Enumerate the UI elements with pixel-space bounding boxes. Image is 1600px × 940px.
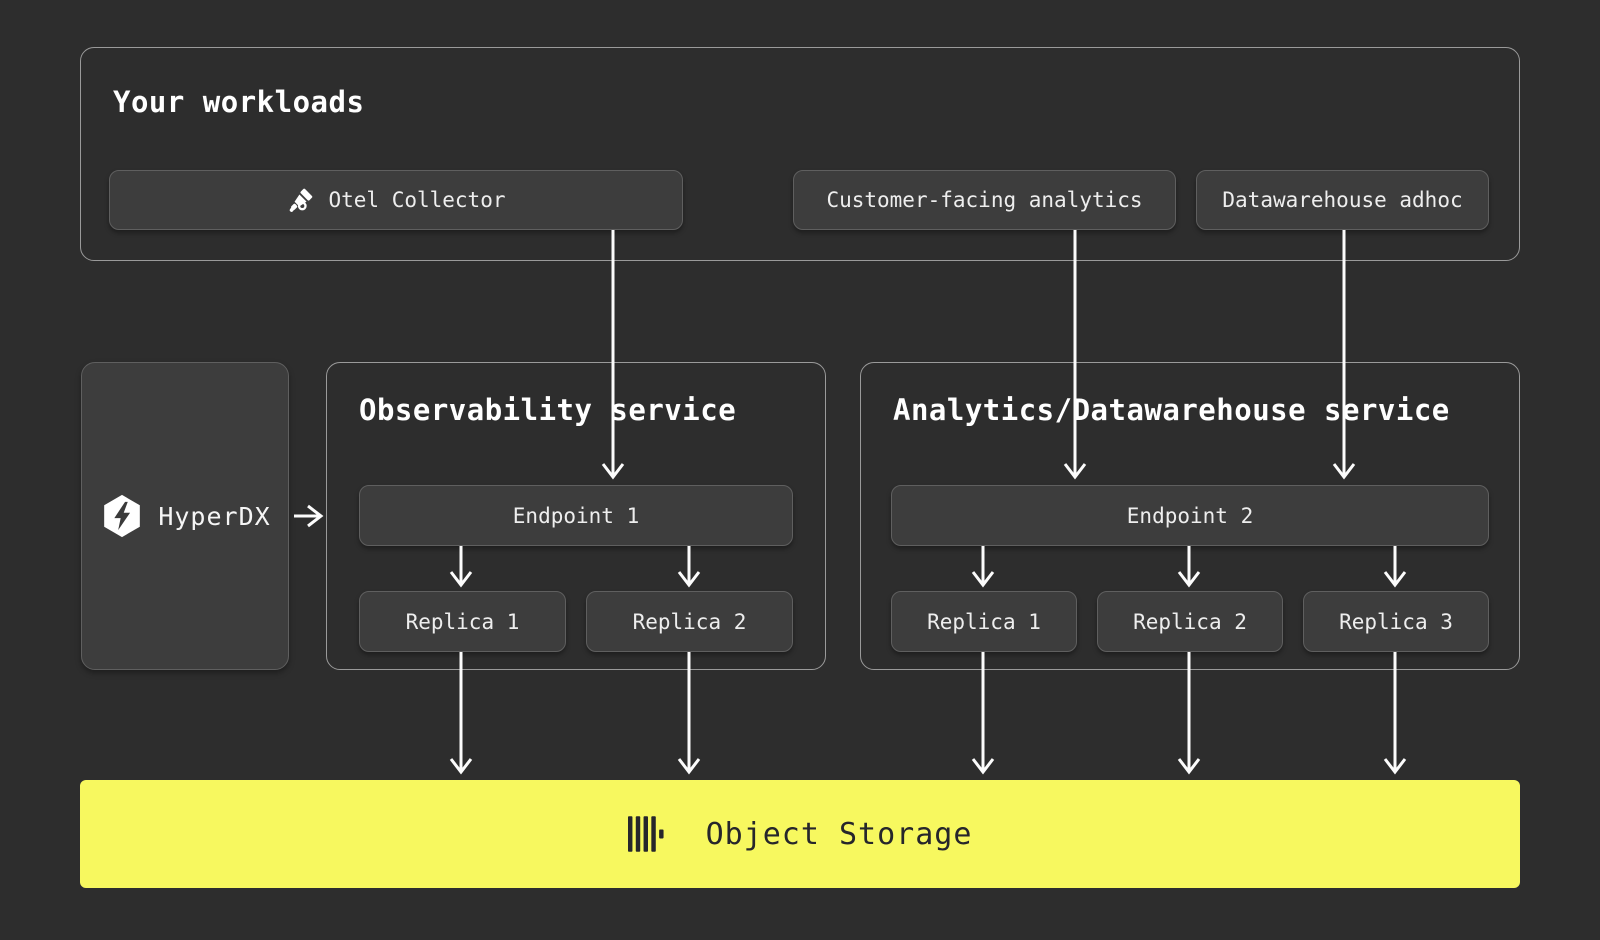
your-workloads-panel: Your workloads Otel Collector Customer-f… — [80, 47, 1520, 261]
analytics-datawarehouse-service-title: Analytics/Datawarehouse service — [893, 393, 1450, 427]
arrow-an-replica3-to-storage — [1383, 652, 1407, 775]
customer-facing-analytics-node: Customer-facing analytics — [793, 170, 1176, 230]
observability-replica-2-label: Replica 2 — [632, 609, 747, 634]
observability-replica-1-node: Replica 1 — [359, 591, 566, 652]
observability-service-panel: Observability service Endpoint 1 Replica… — [326, 362, 826, 670]
arrow-hyperdx-to-observability — [294, 504, 324, 528]
analytics-replica-2-node: Replica 2 — [1097, 591, 1283, 652]
analytics-replica-3-node: Replica 3 — [1303, 591, 1489, 652]
hyperdx-node: HyperDX — [81, 362, 289, 670]
object-storage-label: Object Storage — [705, 816, 973, 852]
observability-service-title: Observability service — [359, 393, 737, 427]
otel-collector-node: Otel Collector — [109, 170, 683, 230]
otel-collector-label: Otel Collector — [328, 188, 506, 212]
observability-replica-1-label: Replica 1 — [405, 609, 520, 634]
datawarehouse-adhoc-node: Datawarehouse adhoc — [1196, 170, 1489, 230]
arrow-obs-replica1-to-storage — [449, 652, 473, 775]
endpoint-2-node: Endpoint 2 — [891, 485, 1489, 546]
hyperdx-label: HyperDX — [158, 501, 271, 531]
arrow-an-replica1-to-storage — [971, 652, 995, 775]
object-storage-bar: Object Storage — [80, 780, 1520, 888]
arrow-an-replica2-to-storage — [1177, 652, 1201, 775]
analytics-replica-3-label: Replica 3 — [1339, 609, 1453, 634]
analytics-replica-2-label: Replica 2 — [1133, 609, 1247, 634]
observability-replica-2-node: Replica 2 — [586, 591, 793, 652]
datawarehouse-adhoc-label: Datawarehouse adhoc — [1222, 188, 1463, 212]
endpoint-2-label: Endpoint 2 — [1126, 503, 1254, 528]
your-workloads-title: Your workloads — [113, 85, 365, 119]
analytics-datawarehouse-service-panel: Analytics/Datawarehouse service Endpoint… — [860, 362, 1520, 670]
clickhouse-logo-icon — [627, 816, 664, 852]
customer-facing-analytics-label: Customer-facing analytics — [826, 188, 1143, 212]
endpoint-1-node: Endpoint 1 — [359, 485, 793, 546]
arrow-obs-replica2-to-storage — [677, 652, 701, 775]
telescope-icon — [290, 188, 313, 212]
analytics-replica-1-node: Replica 1 — [891, 591, 1077, 652]
hyperdx-logo-icon — [104, 494, 141, 538]
endpoint-1-label: Endpoint 1 — [512, 503, 640, 528]
analytics-replica-1-label: Replica 1 — [927, 609, 1041, 634]
